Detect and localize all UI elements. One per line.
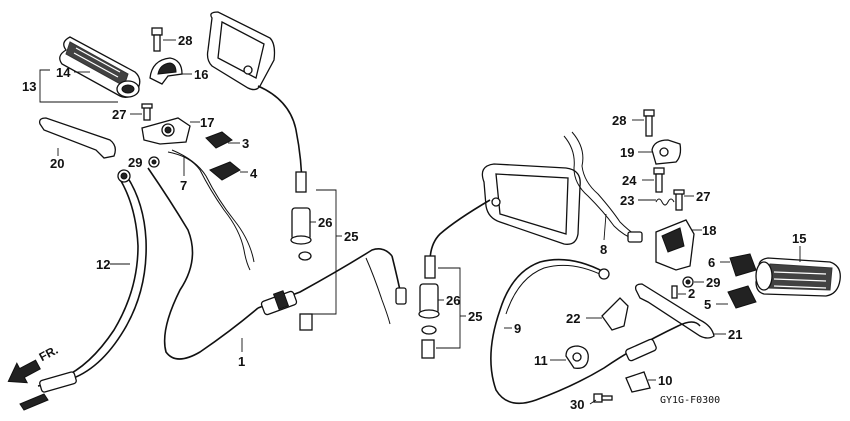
clip-11 (565, 345, 589, 369)
callout-24: 24 (622, 173, 637, 188)
bolt-25-left (299, 313, 313, 331)
brake-switch-wire-8 (563, 131, 643, 243)
callout-1: 1 (238, 354, 245, 369)
screw-28-top (151, 27, 163, 52)
callout-22: 22 (566, 311, 580, 326)
callout-14: 14 (56, 65, 71, 80)
callout-29: 29 (128, 155, 142, 170)
brake-lever-21 (634, 283, 715, 339)
callout-19: 19 (620, 145, 634, 160)
callout-28: 28 (178, 33, 192, 48)
diagram-code: GY1G-F0300 (660, 395, 720, 406)
leader-30 (589, 399, 597, 405)
callout-30: 30 (570, 397, 584, 412)
nut-29-left (148, 156, 160, 168)
clutch-lever-20 (38, 117, 116, 159)
switch-housing-17 (141, 117, 191, 145)
callout-20: 20 (50, 156, 64, 171)
bracket-22 (601, 297, 629, 331)
leader-25-right (436, 267, 461, 349)
switch-4 (209, 161, 241, 181)
callout-15: 15 (792, 231, 806, 246)
mirror-left (206, 11, 276, 91)
bolt-25-right (421, 339, 435, 359)
callout-9: 9 (514, 321, 521, 336)
throttle-cover (149, 57, 183, 85)
callout-26b: 26 (446, 293, 460, 308)
callout-25b: 25 (468, 309, 482, 324)
nut-25-left (298, 251, 312, 261)
switch-3 (205, 131, 233, 149)
clamp-19 (651, 139, 682, 165)
plate-10 (625, 371, 651, 393)
mirror-right (481, 163, 581, 245)
screw-30 (593, 393, 613, 403)
switch-housing-18 (655, 219, 695, 271)
callout-27: 27 (112, 107, 126, 122)
mirror-stem-thread-left (295, 171, 307, 193)
callout-26: 26 (318, 215, 332, 230)
callout-13: 13 (22, 79, 36, 94)
callout-6: 6 (708, 255, 715, 270)
front-arrow-label: FR. (37, 343, 61, 364)
callout-labels: 1 2 3 4 5 6 7 8 9 10 11 12 13 14 15 16 1… (22, 33, 806, 412)
callout-27b: 27 (696, 189, 710, 204)
leader-13 (39, 69, 118, 103)
callout-11: 11 (534, 353, 548, 368)
screw-27-right (673, 189, 685, 211)
leader-25-left (312, 189, 337, 315)
callout-16: 16 (194, 67, 208, 82)
callout-4: 4 (250, 166, 258, 181)
callout-29b: 29 (706, 275, 720, 290)
leader-8 (603, 213, 607, 241)
adapter-26-left (290, 207, 312, 245)
switch-5 (727, 285, 757, 309)
adapter-26-right (418, 283, 440, 319)
throttle-cable-1 (147, 167, 407, 360)
callout-18: 18 (702, 223, 716, 238)
screw-27-left (141, 103, 153, 121)
right-grip (755, 257, 841, 297)
switch-wire-7b (171, 149, 255, 263)
spring-23 (655, 198, 675, 206)
nut-29-right (682, 276, 694, 288)
screw-28-right (643, 109, 655, 137)
brake-cable-9 (490, 258, 701, 405)
clutch-cable-12 (19, 169, 147, 411)
callout-2: 2 (688, 286, 695, 301)
callout-21: 21 (728, 327, 742, 342)
callout-12: 12 (96, 257, 110, 272)
callout-3: 3 (242, 136, 249, 151)
callout-5: 5 (704, 297, 711, 312)
callout-8: 8 (600, 242, 607, 257)
screw-24 (653, 167, 665, 193)
nut-25-right (421, 325, 437, 335)
callout-23: 23 (620, 193, 634, 208)
left-grip (59, 36, 141, 98)
callout-28b: 28 (612, 113, 626, 128)
callout-7: 7 (180, 178, 187, 193)
mirror-stem-right (429, 199, 491, 263)
callout-17: 17 (200, 115, 214, 130)
front-arrow (7, 359, 41, 384)
screw-2 (671, 285, 678, 299)
callout-10: 10 (658, 373, 672, 388)
callout-25: 25 (344, 229, 358, 244)
switch-6 (729, 253, 757, 277)
switch-wire-7 (167, 151, 251, 271)
mirror-stem-thread-right (424, 255, 436, 279)
